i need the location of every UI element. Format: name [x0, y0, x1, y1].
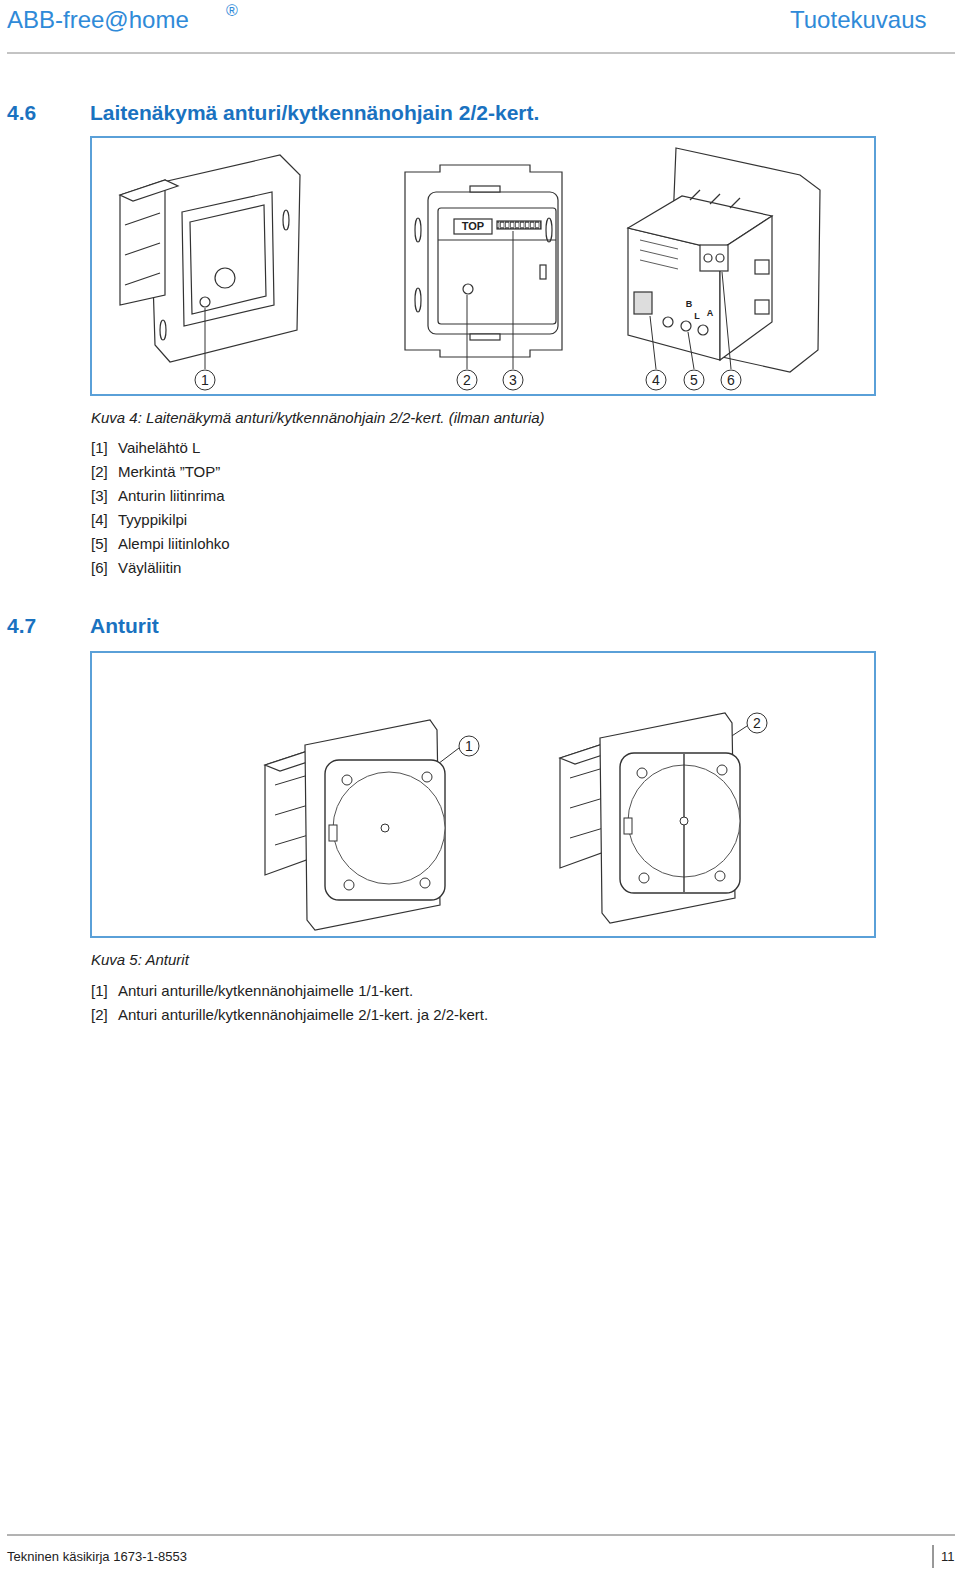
- section-number: 4.7: [7, 613, 36, 638]
- list-index: [1]: [91, 982, 108, 1000]
- callout-circles: [195, 370, 767, 756]
- device-left: [120, 155, 300, 362]
- footer-rule: [7, 1535, 955, 1536]
- page-bar: [933, 1545, 934, 1568]
- callout-number: 2: [463, 372, 471, 389]
- figure-frame: [91, 137, 875, 395]
- list-text: Anturi anturille/kytkennänohjaimelle 1/1…: [118, 982, 413, 1000]
- section-heading: Laitenäkymä anturi/kytkennänohjain 2/2-k…: [90, 100, 539, 125]
- list-text: Anturin liitinrima: [118, 487, 225, 505]
- list-text: Alempi liitinlohko: [118, 535, 230, 553]
- list-text: Anturi anturille/kytkennänohjaimelle 2/1…: [118, 1006, 488, 1024]
- callout-number: 2: [753, 715, 761, 732]
- callout-number: 5: [690, 372, 698, 389]
- sensor-1: [265, 720, 445, 930]
- callout-number: 6: [727, 372, 735, 389]
- header-section: Tuotekuvaus: [790, 6, 927, 35]
- list-text: Merkintä ”TOP”: [118, 463, 220, 481]
- terminal-name: B: [686, 299, 693, 310]
- section-heading: Anturit: [90, 613, 159, 638]
- terminal-name: A: [707, 308, 714, 319]
- figure-caption: Kuva 5: Anturit: [91, 951, 189, 969]
- sensor-dot: [381, 824, 389, 832]
- callout-number: 3: [509, 372, 517, 389]
- list-index: [3]: [91, 487, 108, 505]
- device-right: [628, 148, 820, 372]
- list-index: [1]: [91, 439, 108, 457]
- list-index: [2]: [91, 463, 108, 481]
- sensor-2: [560, 713, 740, 923]
- page-number: 11: [941, 1549, 955, 1565]
- list-index: [2]: [91, 1006, 108, 1024]
- list-text: Tyyppikilpi: [118, 511, 187, 529]
- sensor-dot: [680, 817, 688, 825]
- list-index: [6]: [91, 559, 108, 577]
- section-number: 4.6: [7, 100, 36, 125]
- figure-caption: Kuva 4: Laitenäkymä anturi/kytkennänohja…: [91, 409, 545, 427]
- figure-frame: [91, 652, 875, 937]
- callout-number: 1: [201, 372, 209, 389]
- top-marking: TOP: [462, 220, 484, 233]
- header-title: ABB-free@home: [7, 6, 189, 35]
- list-text: Väyläliitin: [118, 559, 181, 577]
- terminal-name: L: [694, 311, 700, 322]
- registered-mark: ®: [226, 1, 238, 20]
- list-text: Vaihelähtö L: [118, 439, 200, 457]
- device-front: [405, 165, 562, 357]
- callout-number: 1: [465, 738, 473, 755]
- list-index: [5]: [91, 535, 108, 553]
- header-rule: [7, 53, 955, 54]
- list-index: [4]: [91, 511, 108, 529]
- leader-lines: [205, 231, 747, 770]
- footer-text: Tekninen käsikirja 1673-1-8553: [7, 1549, 187, 1565]
- callout-number: 4: [652, 372, 660, 389]
